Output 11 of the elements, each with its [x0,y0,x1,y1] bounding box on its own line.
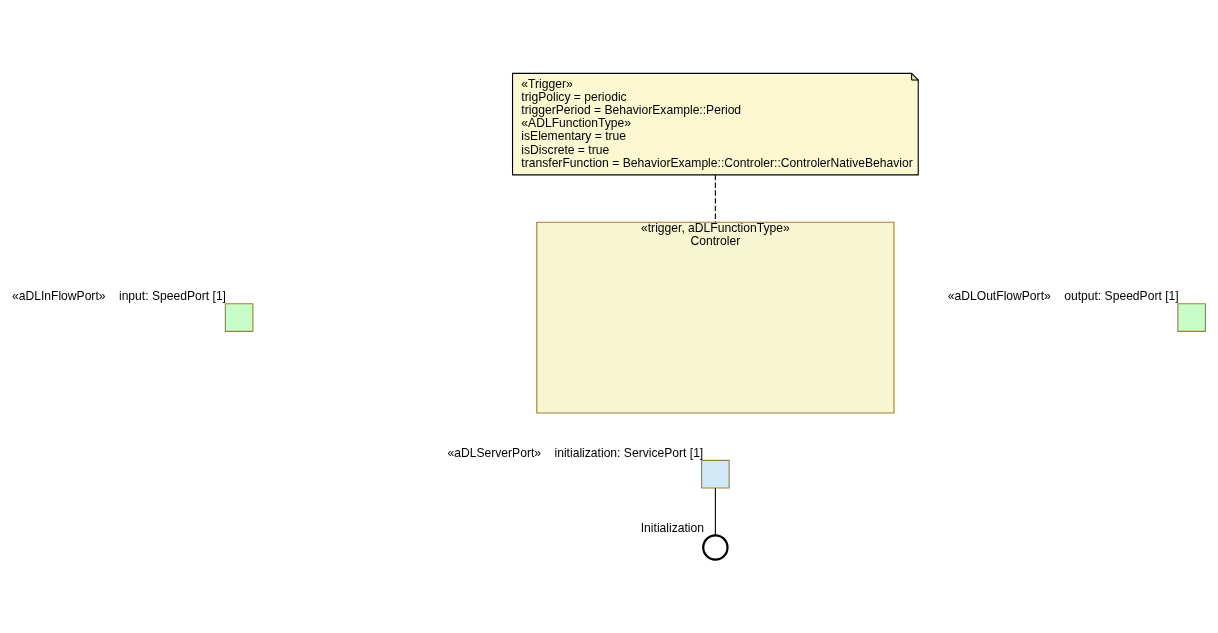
connector [714,487,716,536]
node-label: «aDLInFlowPort» input: SpeedPort [1] [11,289,226,304]
node-circle [702,534,729,561]
node-label: «aDLOutFlowPort» output: SpeedPort [1] [947,289,1179,304]
node-label: Initialization [640,520,705,535]
node-box [224,303,254,332]
node-box [701,459,730,489]
node-box [1177,303,1206,332]
node-box: «trigger, aDLFunctionType» Controler [536,221,895,414]
node-label: «aDLServerPort» initialization: ServicePort [1] [447,445,704,460]
connector [714,174,716,223]
